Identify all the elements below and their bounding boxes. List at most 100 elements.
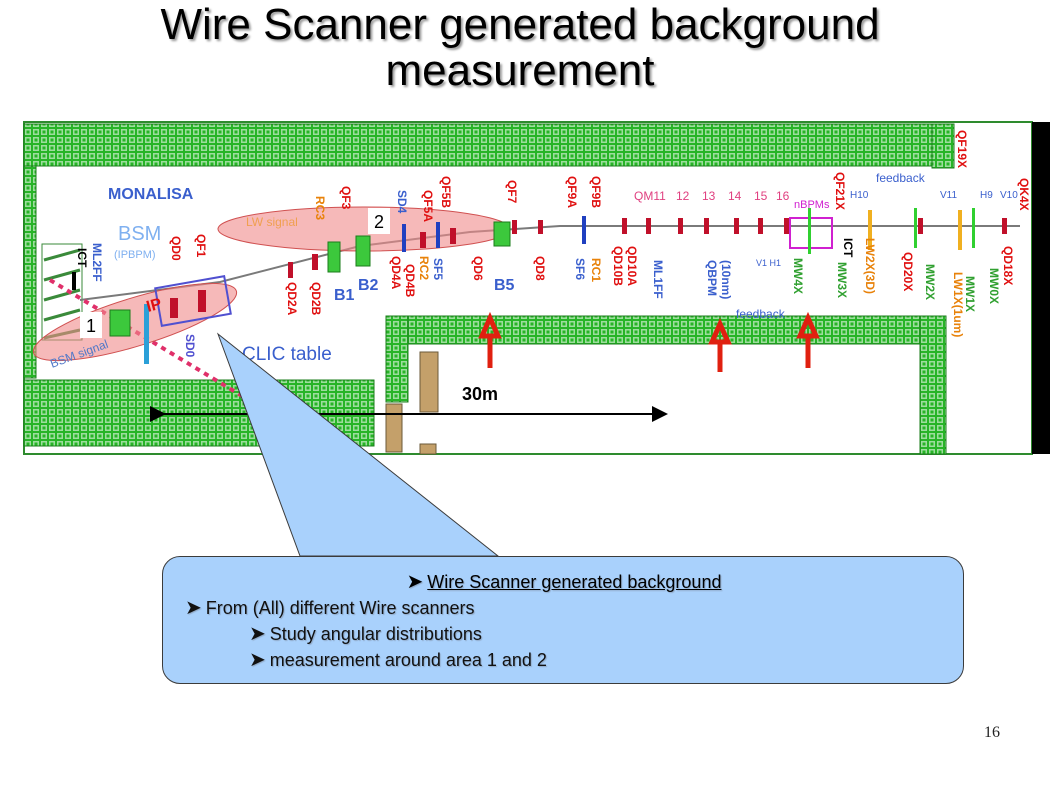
- qbpm-label: QBPM: [705, 260, 719, 296]
- qm11-label: QM11: [634, 189, 666, 203]
- ict-left-marker: [72, 272, 76, 290]
- v1h1-label: V1 H1: [756, 258, 781, 268]
- shield-block-3: [419, 443, 437, 455]
- wall-mid-vertical: [385, 315, 409, 403]
- wire-lw1x: [958, 210, 962, 250]
- qd18x-label: QD18X: [1001, 246, 1015, 285]
- magnet-qf5a: [420, 232, 426, 248]
- shield-block-2: [385, 403, 403, 453]
- mw2x-label: MW2X: [923, 264, 937, 300]
- qf9b-label: QF9B: [589, 176, 603, 208]
- callout-bullet-3-text: measurement around area 1 and 2: [269, 650, 547, 670]
- qd2a-label: QD2A: [285, 282, 299, 316]
- area-1-box: [80, 312, 102, 338]
- callout-heading-text: Wire Scanner generated background: [427, 572, 722, 592]
- bsm-element: [109, 309, 131, 337]
- qf5a-label: QF5A: [421, 190, 435, 222]
- qd0-label: QD0: [169, 236, 183, 261]
- red-arrow-2: [708, 317, 732, 372]
- magnet-qf5b: [450, 228, 456, 244]
- callout-bullet-1: ➤From (All) different Wire scanners: [185, 595, 475, 620]
- label-16: 16: [776, 189, 790, 203]
- callout-heading: ➤Wire Scanner generated background: [163, 569, 965, 594]
- label-12: 12: [676, 189, 690, 203]
- arrow-bullet-icon: ➤: [249, 623, 266, 645]
- qbpm-sub-label: (10nm): [719, 260, 733, 299]
- v11-label: V11: [940, 190, 957, 201]
- v10-label: V10: [1000, 190, 1018, 201]
- h10-label: H10: [850, 190, 869, 201]
- label-14: 14: [728, 189, 742, 203]
- b2-label: B2: [358, 277, 379, 294]
- magnet-16: [784, 218, 789, 234]
- arrow-bullet-icon: ➤: [249, 649, 266, 671]
- wire-lw2x: [868, 210, 872, 250]
- arrow-bullet-icon: ➤: [185, 597, 202, 619]
- qd2b-label: QD2B: [309, 282, 323, 316]
- wire-mw2x: [914, 208, 917, 248]
- clic-table-label: CLIC table: [242, 344, 332, 365]
- callout-bullet-2-text: Study angular distributions: [269, 624, 482, 644]
- callout-bullet-3: ➤measurement around area 1 and 2: [249, 647, 547, 672]
- nbpms-label: nBPMs: [794, 199, 830, 211]
- dump-hatch-lines: [43, 248, 81, 340]
- magnet-12: [678, 218, 683, 234]
- callout-box: ➤Wire Scanner generated background ➤From…: [162, 556, 964, 684]
- ml1ff-label: ML1FF: [651, 260, 665, 299]
- slide-title: Wire Scanner generated background measur…: [0, 2, 1040, 94]
- wire-mw4x: [808, 208, 811, 254]
- ict-left-label: ICT: [75, 248, 89, 268]
- wall-mid-top: [385, 315, 947, 345]
- sf5-element: [436, 222, 440, 248]
- qd20x-label: QD20X: [901, 252, 915, 291]
- sd0-element: [144, 304, 149, 364]
- lw1x-label: LW1X(1um): [951, 272, 965, 337]
- qf9a-label: QF9A: [565, 176, 579, 208]
- magnet-qm11: [646, 218, 651, 234]
- dotted-line: [48, 278, 264, 410]
- lw-signal-label: LW signal: [246, 215, 298, 229]
- qf1-label: QF1: [194, 234, 208, 258]
- magnet-15: [758, 218, 763, 234]
- area-1-label: 1: [86, 316, 96, 336]
- magnet-qd0: [170, 298, 178, 318]
- magnet-qd20x: [918, 218, 923, 234]
- qd6-label: QD6: [471, 256, 485, 281]
- red-arrow-3: [796, 311, 820, 368]
- wall-mid-right: [919, 315, 947, 455]
- sd4-element: [402, 224, 406, 252]
- mw0x-label: MW0X: [987, 268, 1001, 304]
- monalisa-label: MONALISA: [108, 186, 194, 203]
- shield-block-1: [419, 351, 439, 413]
- sf5-label: SF5: [431, 258, 445, 280]
- wall-left: [23, 165, 37, 379]
- ip-label: IP: [145, 295, 164, 315]
- b1-label: B1: [334, 287, 355, 304]
- red-arrow-1: [478, 311, 502, 368]
- qd10a-label: QD10A: [625, 246, 639, 286]
- magnet-qf3: [312, 254, 318, 270]
- wire-mw1x: [972, 208, 975, 248]
- magnet-qf7: [512, 220, 517, 234]
- magnet-13: [704, 218, 709, 234]
- mw3x-label: MW3X: [835, 262, 849, 298]
- scale-label: 30m: [462, 384, 498, 404]
- b5-label: B5: [494, 277, 515, 294]
- qk4x-label: QK4X: [1017, 178, 1031, 211]
- qf7-label: QF7: [505, 180, 519, 204]
- qf5b-label: QF5B: [439, 176, 453, 208]
- ml2ff-label: ML2FF: [90, 243, 104, 282]
- magnet-qf1: [198, 290, 206, 312]
- ip-box: [154, 275, 232, 327]
- qf3-label: QF3: [339, 186, 353, 210]
- qd8-label: QD8: [533, 256, 547, 281]
- ict-right-label: ICT: [841, 238, 855, 258]
- page-number: 16: [984, 724, 1000, 741]
- feedback-top-label: feedback: [876, 171, 926, 185]
- slide-title-line1: Wire Scanner generated background: [160, 0, 880, 49]
- qf19x-label: QF19X: [955, 130, 969, 168]
- wall-top: [23, 123, 933, 167]
- qf21x-label: QF21X: [833, 172, 847, 210]
- magnet-qd10: [622, 218, 627, 234]
